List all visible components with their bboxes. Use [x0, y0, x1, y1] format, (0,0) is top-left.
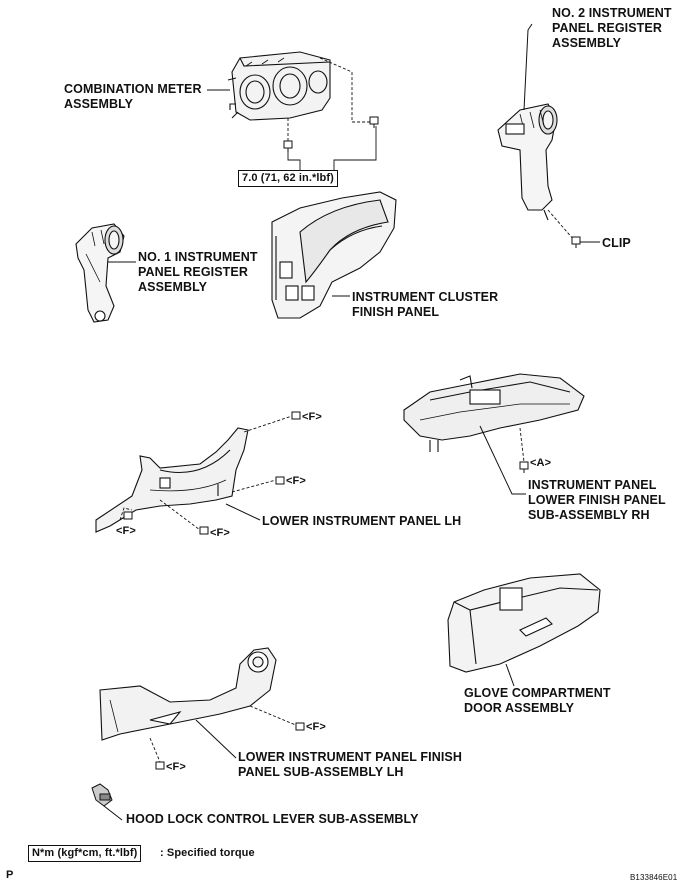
clip-label: CLIP	[602, 236, 631, 250]
no2-register-leader	[523, 23, 533, 111]
figure-code: B133846E01	[630, 873, 678, 882]
lower-finish-rh-label: INSTRUMENT PANEL LOWER FINISH PANEL SUB-…	[528, 478, 666, 522]
clip-icon	[571, 236, 581, 248]
glove-compartment-leader	[505, 663, 515, 687]
hood-lock-lever-drawing	[91, 783, 113, 807]
page-letter: P	[6, 869, 14, 881]
fastener-tag-f3: <F>	[116, 525, 136, 537]
glove-compartment-label: GLOVE COMPARTMENT DOOR ASSEMBLY	[464, 686, 611, 715]
lower-panel-lh-label: LOWER INSTRUMENT PANEL LH	[262, 514, 462, 528]
lh-screw-icons	[123, 411, 301, 535]
clip-dashed-leader	[547, 209, 575, 241]
hood-lock-label: HOOD LOCK CONTROL LEVER SUB-ASSEMBLY	[126, 812, 419, 826]
no1-register-label: NO. 1 INSTRUMENT PANEL REGISTER ASSEMBLY	[138, 250, 258, 294]
fastener-tag-f6: <F>	[166, 761, 186, 773]
lower-finish-panel-lh-drawing	[99, 647, 277, 741]
screw-icon	[283, 116, 379, 152]
fastener-tag-f5: <F>	[306, 721, 326, 733]
torque-value-box: 7.0 (71, 62 in.*lbf)	[238, 170, 338, 187]
no2-register-label: NO. 2 INSTRUMENT PANEL REGISTER ASSEMBLY	[552, 6, 672, 50]
glove-compartment-drawing	[447, 573, 601, 673]
no1-register-drawing	[75, 223, 125, 323]
screw-a-icon	[519, 461, 529, 473]
fastener-tag-f4: <F>	[210, 527, 230, 539]
legend-text: : Specified torque	[160, 847, 255, 859]
lh-fastener-leaders	[119, 415, 293, 531]
fastener-tag-f2: <F>	[286, 475, 306, 487]
meter-screw-leaders	[207, 57, 377, 170]
hood-lock-leader	[103, 805, 123, 821]
cluster-finish-panel-drawing	[271, 191, 397, 319]
lower-finish-panel-rh-drawing	[403, 373, 585, 452]
rh-screw-leader	[519, 427, 525, 463]
fastener-tag-f1: <F>	[302, 411, 322, 423]
legend-units-box: N*m (kgf*cm, ft.*lbf)	[28, 845, 142, 862]
lower-finish-rh-leader	[479, 425, 526, 495]
lh-finish-fastener-leaders	[149, 705, 299, 763]
combination-meter-drawing	[227, 51, 331, 121]
cluster-finish-label: INSTRUMENT CLUSTER FINISH PANEL	[352, 290, 499, 319]
no2-register-drawing	[497, 103, 558, 221]
lower-finish-lh-leader	[195, 719, 237, 759]
fastener-tag-a1: <A>	[530, 457, 552, 469]
lower-panel-lh-drawing	[95, 427, 249, 533]
lower-panel-lh-leader	[225, 503, 261, 521]
combination-meter-label: COMBINATION METER ASSEMBLY	[64, 82, 202, 111]
lower-finish-lh-label: LOWER INSTRUMENT PANEL FINISH PANEL SUB-…	[238, 750, 462, 779]
lh-finish-screw-icons	[155, 722, 305, 770]
